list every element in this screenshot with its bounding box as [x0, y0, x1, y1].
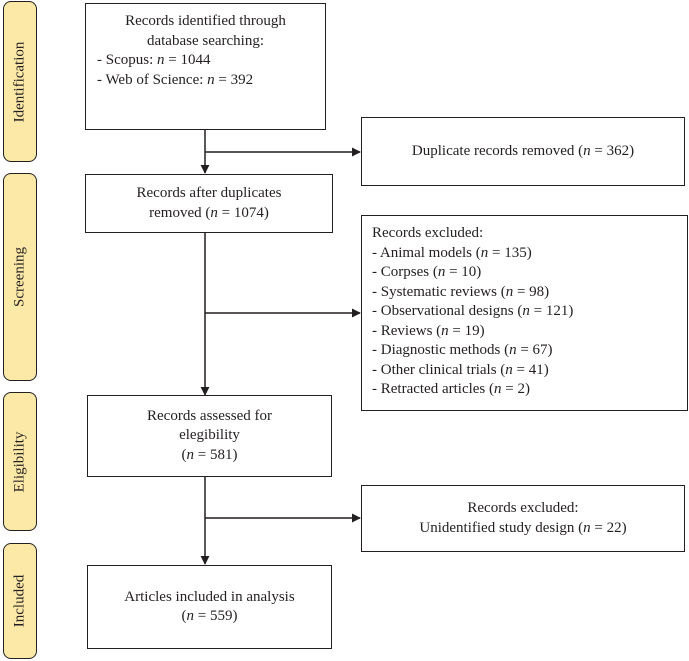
excluded-screening-title: Records excluded:: [372, 225, 484, 241]
stage-identification: Identification: [3, 1, 37, 162]
after-duplicates-line2: removed (n = 1074): [149, 204, 269, 221]
excluded-reason-item: - Reviews (n = 19): [372, 322, 485, 339]
excluded-screening-list: - Animal models (n = 135) - Corpses (n = …: [372, 244, 687, 400]
excluded-eligibility-line2: Unidentified study design (n = 22): [419, 519, 627, 536]
records-identified-box: Records identified through database sear…: [85, 3, 326, 130]
assessed-eligibility-box: Records assessed for elegibility (n = 58…: [87, 395, 332, 477]
stage-screening: Screening: [3, 173, 37, 381]
excluded-eligibility-line1: Records excluded:: [467, 500, 579, 516]
duplicates-removed-box: Duplicate records removed (n = 362): [361, 117, 685, 186]
stage-included: Included: [3, 543, 37, 659]
included-count: (n = 559): [181, 608, 238, 624]
assessed-line1: Records assessed for: [147, 407, 272, 424]
duplicates-removed-text: Duplicate records removed (n = 362): [411, 142, 635, 159]
excluded-reason-item: - Diagnostic methods (n = 67): [372, 342, 553, 358]
stage-eligibility: Eligibility: [3, 392, 37, 531]
after-duplicates-box: Records after duplicates removed (n = 10…: [85, 174, 333, 233]
excluded-reason-item: - Corpses (n = 10): [372, 264, 482, 280]
excluded-reason-item: - Retracted articles (n = 2): [372, 381, 530, 397]
excluded-eligibility-box: Records excluded: Unidentified study des…: [361, 485, 685, 552]
scopus-count: - Scopus: n = 1044: [97, 52, 211, 68]
excluded-reason-item: - Animal models (n = 135): [372, 244, 532, 261]
excluded-reason-item: - Systematic reviews (n = 98): [372, 283, 550, 300]
records-identified-title-line2: database searching:: [146, 32, 265, 49]
records-identified-title-line1: Records identified through: [125, 13, 286, 29]
excluded-reason-item: - Observational designs (n = 121): [372, 303, 574, 319]
assessed-line2: elegibility: [179, 427, 240, 444]
web-of-science-count: - Web of Science: n = 392: [97, 71, 254, 88]
after-duplicates-line1: Records after duplicates: [136, 185, 282, 201]
included-box: Articles included in analysis (n = 559): [87, 565, 332, 649]
excluded-screening-box: Records excluded: - Animal models (n = 1…: [361, 215, 688, 411]
excluded-reason-item: - Other clinical trials (n = 41): [372, 361, 549, 378]
assessed-count: (n = 581): [181, 446, 238, 463]
included-line1: Articles included in analysis: [124, 588, 295, 605]
